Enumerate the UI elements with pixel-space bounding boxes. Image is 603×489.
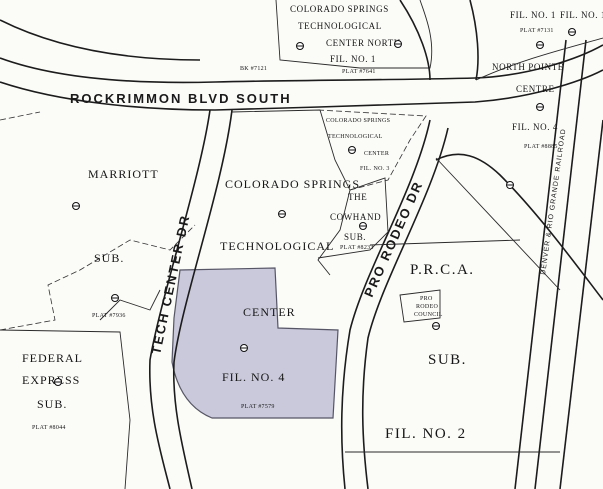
survey-marker-icon <box>278 210 286 218</box>
pro-rodeo-dr-west-edge <box>340 119 431 489</box>
marriott-plat: PLAT #7936 <box>92 313 126 319</box>
railroad-right-edge <box>559 119 603 489</box>
north-pointe-line2: CENTRE <box>516 84 555 94</box>
rockrimmon-blvd-south-edge <box>0 69 603 111</box>
top-right-plat: PLAT #7131 <box>520 28 554 34</box>
cstc-main-plat: PLAT #7579 <box>241 404 275 410</box>
rockrimmon-blvd-north-edge <box>0 44 603 84</box>
north-pointe-line3: FIL. NO. 4 <box>512 122 558 132</box>
pro-rodeo-spur <box>435 153 603 301</box>
pro-rodeo-dr-east-edge <box>361 127 449 489</box>
north-pointe-line1: NORTH POINTE <box>492 62 564 72</box>
survey-marker-icon <box>506 181 514 189</box>
far-right-fil-line1: FIL. NO. 1 <box>560 10 603 20</box>
federal-express-plat: PLAT #8044 <box>32 425 66 431</box>
north-pointe-plat: PLAT #8885 <box>524 144 558 150</box>
cstc-north-line2: TECHNOLOGICAL <box>298 21 382 31</box>
survey-marker-icon <box>359 222 367 230</box>
railroad-track-east <box>534 39 587 489</box>
survey-marker-icon <box>432 322 440 330</box>
rockrimmon-blvd-label: ROCKRIMMON BLVD SOUTH <box>70 91 292 106</box>
cstc-fil3-line3: CENTER <box>364 151 389 157</box>
survey-marker-icon <box>296 42 304 50</box>
cstc-north-plat: PLAT #7641 <box>342 69 376 75</box>
cstc-north-line4: FIL. NO. 1 <box>330 54 376 64</box>
survey-markers <box>54 28 576 386</box>
cstc-north-line1: COLORADO SPRINGS <box>290 4 389 14</box>
marriott-line2: SUB. <box>94 251 124 265</box>
survey-marker-icon <box>536 103 544 111</box>
highlighted-parcel-fil-no-4[interactable] <box>171 267 339 419</box>
survey-marker-icon <box>72 202 80 210</box>
prca-line1: P.R.C.A. <box>410 262 475 278</box>
cstc-fil3-line4: FIL. NO. 3 <box>360 166 390 172</box>
survey-marker-icon <box>568 28 576 36</box>
prca-east-boundary <box>435 157 561 291</box>
cstc-north-boundary <box>275 0 433 69</box>
federal-express-boundary <box>0 329 131 489</box>
survey-marker-icon <box>240 344 248 352</box>
survey-marker-icon <box>394 40 402 48</box>
north-pointe-boundary <box>475 37 603 81</box>
marriott-line1: MARRIOTT <box>88 167 159 181</box>
railroad-track-west <box>514 39 567 489</box>
federal-express-line2: EXPRESS <box>22 373 80 387</box>
cstc-fil3-line1: COLORADO SPRINGS <box>326 118 390 124</box>
tech-center-dr-west-edge <box>148 109 211 489</box>
pro-rodeo-bldg-line1: PRO <box>420 296 433 302</box>
cstc-main-line4: FIL. NO. 4 <box>222 370 285 384</box>
prca-line2: SUB. <box>428 352 467 368</box>
rockrimmon-top-arc <box>0 19 201 61</box>
cstc-main-line3: CENTER <box>243 305 296 319</box>
tech-center-dr-east-edge <box>172 109 233 489</box>
cowhand-line3: SUB. <box>344 232 366 242</box>
survey-marker-icon <box>348 146 356 154</box>
pro-rodeo-bldg-line2: RODEO <box>416 304 439 310</box>
cstc-fil3-boundary <box>317 109 427 191</box>
cstc-main-line2: TECHNOLOGICAL <box>220 239 334 253</box>
cstc-fil3-line2: TECHNOLOGICAL <box>328 134 383 140</box>
federal-express-line3: SUB. <box>37 397 67 411</box>
federal-express-line1: FEDERAL <box>22 351 83 365</box>
marriott-boundary <box>0 111 196 331</box>
pro-rodeo-bldg-line3: COUNCIL <box>414 312 443 318</box>
top-right-road-east <box>469 0 479 81</box>
cstc-main-line1: COLORADO SPRINGS <box>225 177 360 191</box>
cowhand-line2: COWHAND <box>330 212 381 222</box>
survey-marker-icon <box>111 294 119 302</box>
prca-line3: FIL. NO. 2 <box>385 426 467 442</box>
pro-rodeo-dr-label: PRO RODEO DR <box>361 178 426 299</box>
cstc-north-line3: CENTER NORTH <box>326 38 401 48</box>
prca-lot-line <box>369 239 521 323</box>
cowhand-plat: PLAT #8233 <box>340 245 374 251</box>
cowhand-boundary <box>317 177 389 259</box>
top-right-fil-line1: FIL. NO. 1 <box>510 10 556 20</box>
top-right-road-west <box>399 0 431 81</box>
cowhand-line1: THE <box>348 192 367 202</box>
rockrimmon-plat-note: BK #7121 <box>240 66 267 72</box>
survey-marker-icon <box>54 378 62 386</box>
marriott-lot-line <box>99 289 161 321</box>
survey-marker-icon <box>536 41 544 49</box>
